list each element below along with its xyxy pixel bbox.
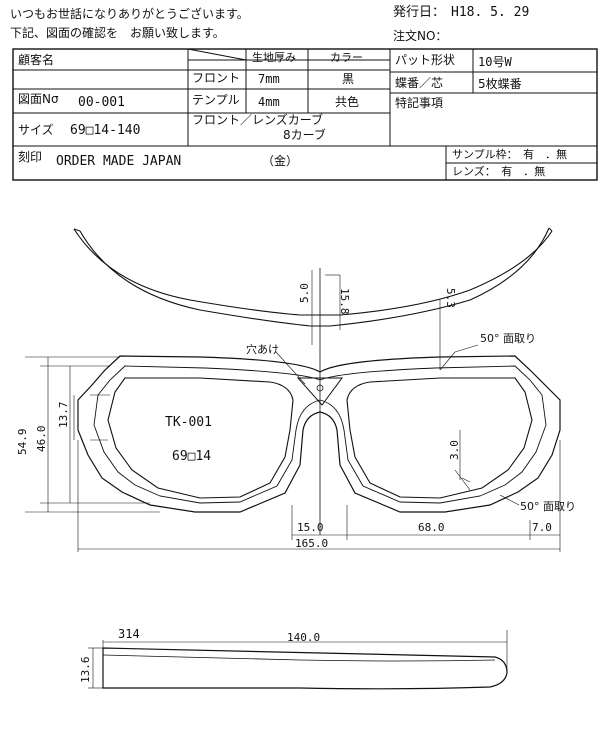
dim-46-0: 46.0 xyxy=(35,426,48,453)
greeting-line-2: 下記、図面の確認を お願い致します。 xyxy=(10,26,225,40)
engraving-value: ORDER MADE JAPAN xyxy=(56,154,182,169)
dim-165-0: 165.0 xyxy=(295,537,329,550)
engraving-color: （金） xyxy=(262,154,299,168)
dim-15-0: 15.0 xyxy=(297,521,324,534)
hinge-label: 蝶番／芯 xyxy=(395,76,444,90)
temple-thickness: 4mm xyxy=(258,95,280,109)
hinge-value: 5枚蝶番 xyxy=(478,77,522,91)
pad-value: 10号W xyxy=(478,55,512,69)
dim-13-7: 13.7 xyxy=(57,402,70,429)
customer-label: 顧客名 xyxy=(18,53,55,67)
dim-54-9: 54.9 xyxy=(16,429,29,456)
model-size: 69□14 xyxy=(172,449,212,464)
sample-frame: サンプル枠： 有 ．無 xyxy=(452,148,568,161)
issue-date-label: 発行日： xyxy=(393,5,446,20)
size-label: サイズ xyxy=(18,123,54,137)
pad-label: パット形状 xyxy=(395,53,456,67)
model-name: TK-001 xyxy=(165,415,212,430)
dim-3-0: 3.0 xyxy=(448,440,461,460)
order-no-label: 注文NO： xyxy=(393,29,448,43)
curve-label: フロント／レンズカーブ xyxy=(192,113,324,127)
front-label: フロント xyxy=(192,71,241,85)
dim-15-8: 15.8 xyxy=(338,288,351,315)
temple-label: テンプル xyxy=(192,93,240,107)
hole-label: 穴あけ xyxy=(246,343,279,356)
front-thickness: 7mm xyxy=(258,72,280,86)
engraving-label: 刻印 xyxy=(18,150,43,164)
drawing-no-value: 00-001 xyxy=(78,95,125,110)
temple-140: 140.0 xyxy=(287,631,321,644)
dim-7-0: 7.0 xyxy=(532,521,552,534)
chamfer-top: 50° 面取り xyxy=(480,332,536,345)
col-color: カラー xyxy=(330,51,363,64)
dim-68-0: 68.0 xyxy=(418,521,445,534)
drawing-no-label: 図面Nσ xyxy=(18,92,59,106)
dim-5-3: 5.3 xyxy=(444,288,457,308)
size-value: 69□14-140 xyxy=(70,123,141,138)
lens-info: レンズ： 有 ．無 xyxy=(452,165,546,178)
curve-value: 8カーブ xyxy=(283,128,326,142)
chamfer-bottom: 50° 面取り xyxy=(520,500,576,513)
temple-color: 共色 xyxy=(335,95,360,109)
temple-314: 314 xyxy=(118,627,140,641)
notes-label: 特記事項 xyxy=(395,96,444,110)
temple-13-6: 13.6 xyxy=(79,657,92,684)
front-color: 黒 xyxy=(342,72,355,86)
dim-5-0: 5.0 xyxy=(298,283,311,303)
greeting-line-1: いつもお世話になりありがとうございます。 xyxy=(10,7,249,21)
col-thickness: 生地厚み xyxy=(252,51,296,64)
issue-date-value: H18. 5. 29 xyxy=(451,5,530,20)
